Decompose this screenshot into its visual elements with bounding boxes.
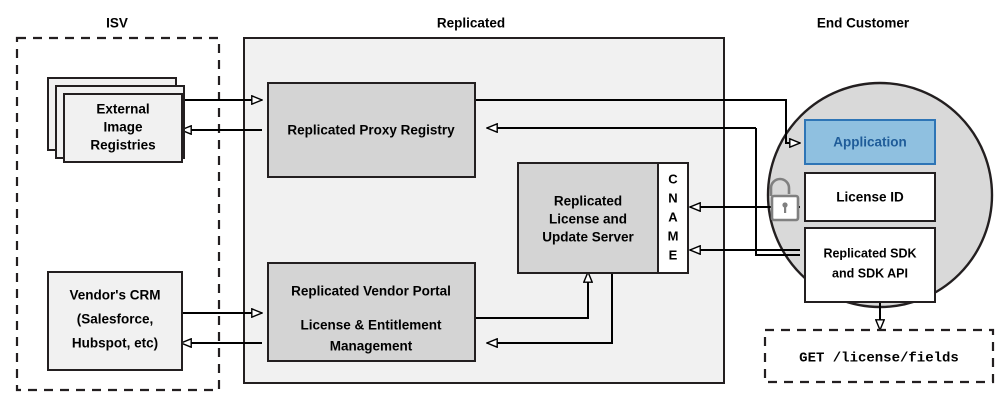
replicated-sdk-box bbox=[804, 227, 936, 303]
vendor-crm-label-line-2: (Salesforce, bbox=[77, 312, 154, 327]
application-box bbox=[804, 119, 936, 165]
license-update-server-label-line-3: Update Server bbox=[542, 230, 634, 245]
api-request-label: GET /license/fields bbox=[799, 351, 959, 367]
node-license-id[interactable]: License ID bbox=[804, 172, 936, 222]
connector-proxy-to-application bbox=[475, 99, 800, 143]
connector-sdk-up-riser bbox=[755, 128, 800, 256]
node-application[interactable]: Application bbox=[804, 119, 936, 165]
node-cname-strip[interactable]: C N A M E bbox=[657, 162, 689, 274]
external-image-registries-label-line-2: Image bbox=[103, 120, 143, 135]
connector-portal-to-license-server bbox=[475, 272, 588, 319]
node-api-request[interactable]: GET /license/fields bbox=[763, 328, 995, 384]
api-request-boundary bbox=[763, 328, 995, 384]
application-label: Application bbox=[833, 135, 907, 150]
region-title-replicated: Replicated bbox=[437, 16, 505, 31]
vendor-portal-label-line-3: Management bbox=[330, 339, 413, 354]
vendor-portal-box bbox=[267, 262, 476, 362]
region-title-end-customer: End Customer bbox=[817, 16, 910, 31]
node-replicated-proxy-registry[interactable]: Replicated Proxy Registry bbox=[267, 82, 476, 178]
vendor-crm-box bbox=[47, 271, 183, 371]
node-replicated-license-update-server[interactable]: Replicated License and Update Server bbox=[517, 162, 659, 274]
vendor-portal-label-line-1: Replicated Vendor Portal bbox=[291, 284, 451, 299]
node-replicated-vendor-portal[interactable]: Replicated Vendor Portal License & Entit… bbox=[267, 262, 476, 362]
region-title-isv: ISV bbox=[106, 16, 128, 31]
vendor-crm-label-line-1: Vendor's CRM bbox=[70, 288, 161, 303]
cname-letter-n: N bbox=[668, 190, 677, 205]
isv-region-boundary bbox=[15, 36, 221, 392]
license-update-server-box bbox=[517, 162, 659, 274]
license-update-server-label-line-1: Replicated bbox=[554, 194, 622, 209]
license-id-label: License ID bbox=[836, 190, 904, 205]
cname-letter-c: C bbox=[668, 171, 678, 186]
cname-letter-e: E bbox=[669, 247, 678, 262]
node-vendor-crm[interactable]: Vendor's CRM (Salesforce, Hubspot, etc) bbox=[47, 271, 183, 371]
proxy-registry-box bbox=[267, 82, 476, 178]
node-replicated-sdk[interactable]: Replicated SDK and SDK API bbox=[804, 227, 936, 303]
external-image-registries-front bbox=[63, 93, 183, 163]
vendor-portal-label-line-2: License & Entitlement bbox=[300, 318, 442, 333]
license-update-server-label-line-2: License and bbox=[549, 212, 627, 227]
proxy-registry-label: Replicated Proxy Registry bbox=[287, 123, 455, 138]
replicated-sdk-label-line-2: and SDK API bbox=[832, 266, 908, 280]
vendor-crm-label-line-3: Hubspot, etc) bbox=[72, 336, 158, 351]
cname-letter-a: A bbox=[668, 209, 678, 224]
external-image-registries-label-line-3: Registries bbox=[90, 138, 155, 153]
unlocked-padlock-icon bbox=[769, 177, 800, 222]
node-external-image-registries[interactable]: External Image Registries bbox=[47, 77, 185, 163]
replicated-sdk-label-line-1: Replicated SDK bbox=[823, 246, 916, 260]
cname-letter-m: M bbox=[668, 228, 679, 243]
connector-license-server-to-portal bbox=[487, 272, 613, 343]
cname-strip-box bbox=[657, 162, 689, 274]
external-image-registries-label-line-1: External bbox=[96, 102, 149, 117]
license-id-box bbox=[804, 172, 936, 222]
